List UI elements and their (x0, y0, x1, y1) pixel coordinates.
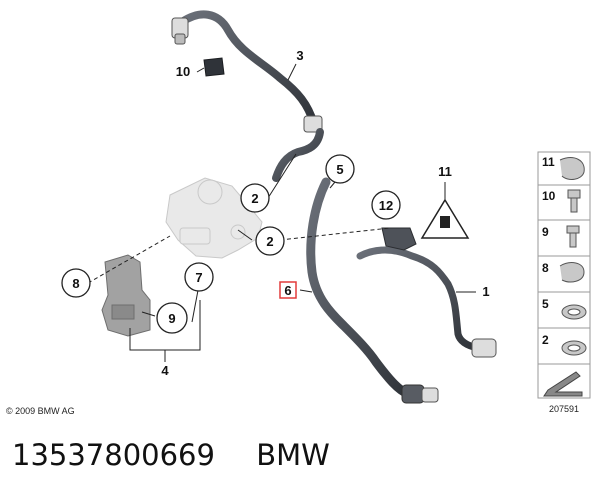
svg-text:8: 8 (72, 276, 79, 291)
side-item-11: 11 (542, 155, 585, 180)
svg-text:9: 9 (542, 225, 549, 239)
hose-6 (306, 177, 413, 399)
side-item-2: 2 (542, 333, 587, 356)
connector-mid (303, 115, 323, 133)
svg-text:3: 3 (296, 48, 303, 63)
svg-text:2: 2 (266, 234, 273, 249)
svg-text:5: 5 (336, 162, 343, 177)
callout-2-lower: 2 (255, 226, 285, 256)
svg-text:9: 9 (168, 311, 175, 326)
side-item-9: 9 (542, 225, 580, 248)
callout-4: 10 (176, 64, 190, 79)
callout-7: 4 (161, 363, 169, 378)
connector-right (471, 338, 497, 358)
side-item-8: 8 (542, 261, 585, 283)
svg-text:2: 2 (542, 333, 549, 347)
svg-text:11: 11 (542, 155, 555, 169)
svg-text:10: 10 (176, 64, 190, 79)
connector-bottom (401, 384, 439, 404)
svg-text:4: 4 (161, 363, 169, 378)
clip-11-part (381, 227, 417, 251)
fuel-pump-ghost (165, 177, 263, 259)
part-number: 13537800669 (12, 438, 215, 472)
callout-3: 3 (296, 48, 303, 63)
part-footer: 13537800669 BMW (12, 438, 330, 472)
hose-2-upper (272, 128, 324, 182)
callout-8: 7 (184, 262, 214, 292)
arrow-icon (543, 371, 583, 397)
svg-text:6: 6 (284, 283, 291, 298)
side-item-10: 10 (542, 189, 581, 213)
svg-text:1: 1 (482, 284, 489, 299)
svg-text:5: 5 (542, 297, 549, 311)
callout-1: 1 (482, 284, 489, 299)
svg-text:7: 7 (195, 270, 202, 285)
brand-name: BMW (256, 438, 330, 472)
drawing-number: 207591 (549, 404, 579, 414)
svg-text:12: 12 (379, 198, 393, 213)
hose-3 (178, 10, 318, 128)
bracket-part (101, 254, 151, 337)
hose-1 (356, 246, 482, 352)
svg-text:8: 8 (542, 261, 549, 275)
callout-11: 12 (371, 190, 401, 220)
clip-4-part (203, 57, 225, 77)
callout-10: 9 (156, 302, 188, 334)
side-item-5: 5 (542, 297, 587, 320)
svg-text:10: 10 (542, 189, 556, 203)
callout-12: 11 (438, 164, 452, 179)
callout-2-upper: 2 (240, 183, 270, 213)
callout-5: 5 (325, 154, 355, 184)
warning-triangle-icon (420, 198, 470, 239)
connector-top-left (171, 17, 189, 45)
callout-6: 6 (279, 281, 297, 299)
svg-text:11: 11 (438, 164, 452, 179)
svg-text:2: 2 (251, 191, 258, 206)
side-parts-panel: 11 10 9 8 5 2 (537, 151, 591, 399)
callout-9: 8 (61, 268, 91, 298)
copyright-text: © 2009 BMW AG (6, 406, 75, 416)
